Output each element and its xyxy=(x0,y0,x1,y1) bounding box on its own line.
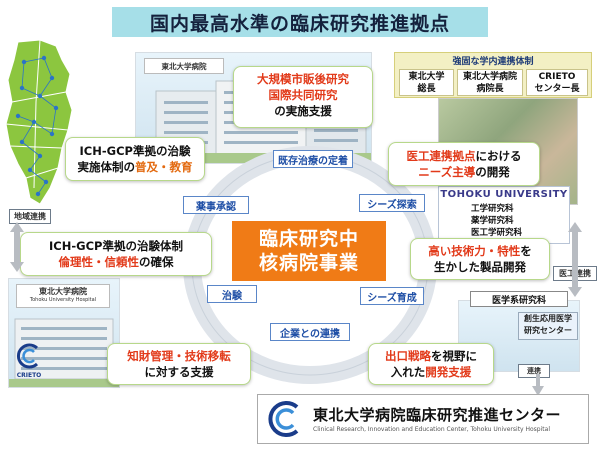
crieto-logo-icon xyxy=(268,401,299,437)
callout-exit-strategy: 出口戦略を視野に 入れた開発支援 xyxy=(368,343,494,385)
crieto-logo-label: CRIETO xyxy=(16,372,42,379)
callout-text: を xyxy=(520,244,532,258)
research-center-line: 研究センター xyxy=(524,326,572,335)
hospital-sign-jp: 東北大学病院 xyxy=(39,287,87,296)
hospital-building-illustration-2 xyxy=(9,318,119,387)
research-center-label: 創生応用医学 研究センター xyxy=(518,312,578,340)
department-item: 医工学研究科 xyxy=(471,228,523,238)
callout-line: 知財管理・技術移転 xyxy=(127,349,231,363)
page-title: 国内最高水準の臨床研究推進拠点 xyxy=(112,7,488,37)
callout-line: 倫理性・信頼性の確保 xyxy=(21,254,211,270)
callout-emphasis: 信頼性 xyxy=(104,255,140,269)
ring-label-established-treatment: 既存治療の定着 xyxy=(273,150,353,168)
ring-label-seeds-search: シーズ探索 xyxy=(359,194,425,212)
leadership-panel: 強固な学内連携体制 東北大学 総長 東北大学病院 病院長 CRIETO センター… xyxy=(394,52,592,98)
core-program-box: 臨床研究中 核病院事業 xyxy=(232,221,386,281)
ring-label-seeds-development: シーズ育成 xyxy=(360,287,424,305)
callout-ip-management: 知財管理・技術移転 に対する支援 xyxy=(107,343,251,385)
research-center-line: 創生応用医学 xyxy=(524,314,572,323)
callout-emphasis: 開発支援 xyxy=(425,365,472,379)
callout-text: の開発 xyxy=(475,165,510,179)
leadership-cell-top: CRIETO xyxy=(538,72,576,82)
callout-emphasis: 倫理性 xyxy=(58,255,94,269)
footer-banner: 東北大学病院臨床研究推進センター Clinical Research, Inno… xyxy=(257,394,589,444)
callout-line: 高い技術力・特性を xyxy=(411,243,549,259)
leadership-cell-president: 東北大学 総長 xyxy=(399,69,454,96)
leadership-title: 強固な学内連携体制 xyxy=(452,57,534,67)
callout-text: ・ xyxy=(93,255,105,269)
research-division-label: 医学系研究科 xyxy=(470,291,568,307)
leadership-cell-center-director: CRIETO センター長 xyxy=(526,69,588,96)
callout-emphasis: 出口戦略 xyxy=(385,349,431,363)
crieto-logo-icon xyxy=(17,343,39,369)
callout-line: 国際共同研究 xyxy=(268,88,338,102)
hospital-sign: 東北大学病院 xyxy=(144,58,224,74)
callout-line: に対する支援 xyxy=(144,365,214,379)
callout-product-development: 高い技術力・特性を 生かした製品開発 xyxy=(410,238,550,280)
callout-text: における xyxy=(475,149,522,163)
leadership-cell-top: 東北大学 xyxy=(408,72,445,82)
regional-collaboration-label: 地域連携 xyxy=(9,209,51,224)
footer-title: 東北大学病院臨床研究推進センター xyxy=(313,406,562,424)
callout-line: 大規模市販後研究 xyxy=(257,72,349,86)
ring-label-clinical-trial: 治験 xyxy=(207,285,257,303)
double-arrow-icon xyxy=(568,222,582,297)
callout-gcp-ethics: ICH-GCP準拠の治験体制 倫理性・信頼性の確保 xyxy=(20,232,212,276)
callout-line: ICH-GCP準拠の治験 xyxy=(79,144,191,158)
leadership-cell-hospital-director: 東北大学病院 病院長 xyxy=(457,69,523,96)
double-arrow-icon xyxy=(10,222,24,272)
callout-gcp-education: ICH-GCP準拠の治験 実施体制の普及・教育 xyxy=(65,137,205,181)
department-item: 薬学研究科 xyxy=(471,216,514,226)
crieto-logo: CRIETO xyxy=(15,342,43,382)
leadership-cell-bottom: 病院長 xyxy=(476,84,504,94)
callout-text: 実施体制の xyxy=(77,160,136,174)
collaboration-label: 連携 xyxy=(518,364,550,378)
callout-emphasis: 医工連携拠点 xyxy=(406,149,476,163)
down-arrow-icon xyxy=(532,374,544,396)
callout-emphasis: 高い技術力・特性 xyxy=(428,244,521,258)
callout-line: ICH-GCP準拠の治験体制 xyxy=(49,239,183,253)
ring-label-industry-collaboration: 企業との連携 xyxy=(270,323,350,341)
core-line: 核病院事業 xyxy=(258,252,359,274)
department-list: 工学研究科 薬学研究科 医工学研究科 xyxy=(471,203,522,239)
callout-large-scale-research: 大規模市販後研究 国際共同研究 の実施支援 xyxy=(233,66,373,128)
hospital-sign-en: Tohoku University Hospital xyxy=(29,297,97,303)
callout-emphasis: 普及 xyxy=(135,160,158,174)
callout-line: 出口戦略を視野に xyxy=(369,348,493,364)
callout-line: 入れた開発支援 xyxy=(369,364,493,380)
leadership-cell-bottom: センター長 xyxy=(534,84,580,94)
university-panel: TOHOKU UNIVERSITY 工学研究科 薬学研究科 医工学研究科 xyxy=(438,186,570,244)
callout-medical-engineering: 医工連携拠点における ニーズ主導の開発 xyxy=(388,142,540,186)
ring-label-regulatory-approval: 薬事承認 xyxy=(183,196,249,214)
footer-subtitle: Clinical Research, Innovation and Educat… xyxy=(313,426,550,433)
callout-line: 医工連携拠点における xyxy=(389,148,539,164)
callout-emphasis: ニーズ主導 xyxy=(418,165,476,179)
callout-emphasis: 教育 xyxy=(169,160,193,174)
hospital-sign-2: 東北大学病院 Tohoku University Hospital xyxy=(16,284,110,308)
callout-line: ニーズ主導の開発 xyxy=(389,164,539,180)
callout-line: 実施体制の普及・教育 xyxy=(66,159,204,175)
callout-text: ・ xyxy=(158,160,170,174)
core-line: 臨床研究中 xyxy=(258,228,359,250)
leadership-cell-top: 東北大学病院 xyxy=(462,72,517,82)
tohoku-map-image xyxy=(5,39,73,205)
department-item: 工学研究科 xyxy=(471,204,514,214)
callout-line: の実施支援 xyxy=(274,104,332,118)
university-name: TOHOKU UNIVERSITY xyxy=(440,189,568,200)
callout-text: 入れた xyxy=(390,365,426,379)
callout-text: の確保 xyxy=(139,255,174,269)
callout-text: を視野に xyxy=(431,349,477,363)
leadership-cell-bottom: 総長 xyxy=(417,84,436,94)
callout-line: 生かした製品開発 xyxy=(434,260,526,274)
